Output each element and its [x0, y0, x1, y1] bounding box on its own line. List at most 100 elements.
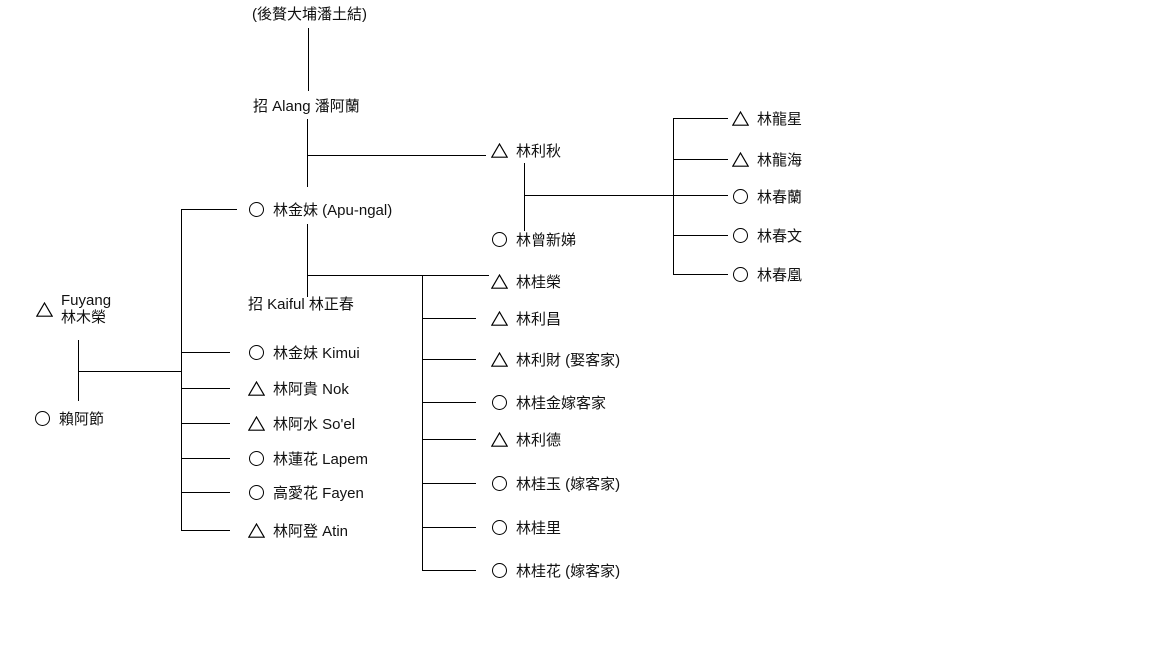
child-tick-longhai — [673, 159, 728, 160]
person-label: 林金妹 Kimui — [273, 344, 360, 362]
person-node-lin-guirong: 林桂榮 — [491, 272, 562, 291]
child-tick-chunhuang — [673, 274, 728, 275]
child-tick-licai — [423, 359, 476, 360]
child-tick-atin — [182, 530, 230, 531]
person-node-lin-jinmei-kimui: 林金妹 Kimui — [248, 343, 360, 362]
person-label: 林龍海 — [757, 151, 803, 169]
person-label: 賴阿節 — [59, 410, 105, 428]
female-symbol-icon — [492, 562, 507, 578]
person-label: 林阿貴 Nok — [273, 380, 349, 398]
person-node-lin-adeng-atin: 林阿登 Atin — [248, 521, 349, 540]
person-label: 高愛花 Fayen — [273, 484, 364, 502]
descent-line-pantujie-panalan — [308, 28, 309, 91]
male-symbol-icon — [732, 110, 749, 126]
person-node-lin-lide: 林利德 — [491, 430, 562, 449]
child-tick-kimui — [182, 352, 230, 353]
person-node-lin-chunlan: 林春蘭 — [732, 187, 803, 206]
female-symbol-icon — [492, 475, 507, 491]
child-tick-lide — [423, 439, 476, 440]
person-label: 林春蘭 — [757, 188, 803, 206]
descent-line-apungal-kaiful — [307, 224, 308, 297]
person-node-lin-guijin: 林桂金嫁客家 — [491, 393, 607, 412]
person-label: 林蓮花 Lapem — [273, 450, 369, 468]
person-node-lin-longhai: 林龍海 — [732, 150, 803, 169]
female-symbol-icon — [249, 344, 264, 360]
marriage-line-murong-laiajie — [78, 340, 79, 401]
child-tick-soel — [182, 423, 230, 424]
female-symbol-icon — [492, 231, 507, 247]
female-symbol-icon — [249, 450, 264, 466]
child-tick-fayen — [182, 492, 230, 493]
male-symbol-icon — [248, 380, 265, 396]
person-node-lin-chunhuang: 林春凰 — [732, 265, 803, 284]
descent-line-liqiu-children — [524, 195, 673, 196]
child-tick-lichang — [423, 318, 476, 319]
person-label: 林阿登 Atin — [273, 522, 349, 540]
child-tick-guiyu — [423, 483, 476, 484]
female-symbol-icon — [733, 188, 748, 204]
male-symbol-icon — [36, 301, 53, 317]
person-node-lin-liqiu: 林利秋 — [491, 141, 562, 160]
male-symbol-icon — [491, 431, 508, 447]
marriage-line-panalan-liqiu — [307, 155, 486, 156]
person-label: 林春文 — [757, 227, 803, 245]
person-label-cjk: 林木榮 — [61, 309, 107, 326]
person-node-lin-lichang: 林利昌 — [491, 309, 562, 328]
female-symbol-icon — [733, 227, 748, 243]
child-tick-guili — [423, 527, 476, 528]
female-symbol-icon — [733, 266, 748, 282]
child-tick-nok — [182, 388, 230, 389]
person-label: 林龍星 — [757, 110, 803, 128]
descent-line-panalan-down — [307, 119, 308, 187]
person-label: 招 Alang 潘阿蘭 — [253, 98, 360, 115]
person-node-gao-aihua-fayen: 高愛花 Fayen — [248, 483, 364, 502]
child-tick-guijin — [423, 402, 476, 403]
person-node-lin-zhengchun: 招 Kaiful 林正春 — [248, 296, 354, 314]
person-node-lin-chunwen: 林春文 — [732, 226, 803, 245]
person-label-roman: Fuyang — [61, 292, 112, 309]
person-label: 林春凰 — [757, 266, 803, 284]
female-symbol-icon — [492, 519, 507, 535]
person-node-lin-lianhua-lapem: 林蓮花 Lapem — [248, 449, 369, 468]
person-label: 林桂金嫁客家 — [516, 394, 607, 412]
marriage-line-liqiu-zengxindi — [524, 163, 525, 231]
person-node-pan-alan: 招 Alang 潘阿蘭 — [253, 98, 360, 116]
person-node-lin-agui-nok: 林阿貴 Nok — [248, 379, 349, 398]
person-node-lin-longxing: 林龍星 — [732, 109, 803, 128]
person-node-lin-guiyu: 林桂玉 (嫁客家) — [491, 474, 621, 493]
descent-line-murong-children — [78, 371, 181, 372]
child-tick-longxing — [673, 118, 728, 119]
person-label: 招 Kaiful 林正春 — [248, 296, 354, 313]
person-label: 林曾新娣 — [516, 231, 577, 249]
person-node-lin-guihua: 林桂花 (嫁客家) — [491, 561, 621, 580]
sibling-spine-kaiful-children — [422, 275, 423, 571]
person-label: 林桂花 (嫁客家) — [516, 562, 621, 580]
female-symbol-icon — [249, 484, 264, 500]
marriage-line-kaiful-children — [307, 275, 489, 276]
person-label: 林利昌 — [516, 310, 562, 328]
person-label: 林金妹 (Apu-ngal) — [273, 201, 393, 219]
male-symbol-icon — [248, 415, 265, 431]
child-tick-guihua — [423, 570, 476, 571]
male-symbol-icon — [248, 522, 265, 538]
person-label: 林利財 (娶客家) — [516, 351, 621, 369]
female-symbol-icon — [249, 201, 264, 217]
person-node-lin-licai: 林利財 (娶客家) — [491, 350, 621, 369]
person-label: 林桂玉 (嫁客家) — [516, 475, 621, 493]
male-symbol-icon — [491, 142, 508, 158]
person-node-lin-guili: 林桂里 — [491, 518, 562, 537]
child-tick-lapem — [182, 458, 230, 459]
person-label: 林利秋 — [516, 142, 562, 160]
person-node-pan-tujie: (後贅大埔潘土結) — [252, 6, 367, 24]
child-tick-chunwen — [673, 235, 728, 236]
person-label: 林桂榮 — [516, 273, 562, 291]
male-symbol-icon — [491, 273, 508, 289]
child-tick-apungal — [181, 209, 237, 210]
person-label: 林桂里 — [516, 519, 562, 537]
person-label: 林利德 — [516, 431, 562, 449]
male-symbol-icon — [491, 351, 508, 367]
person-node-lin-zeng-xindi: 林曾新娣 — [491, 230, 577, 249]
sibling-spine-murong-children — [181, 209, 182, 531]
male-symbol-icon — [491, 310, 508, 326]
